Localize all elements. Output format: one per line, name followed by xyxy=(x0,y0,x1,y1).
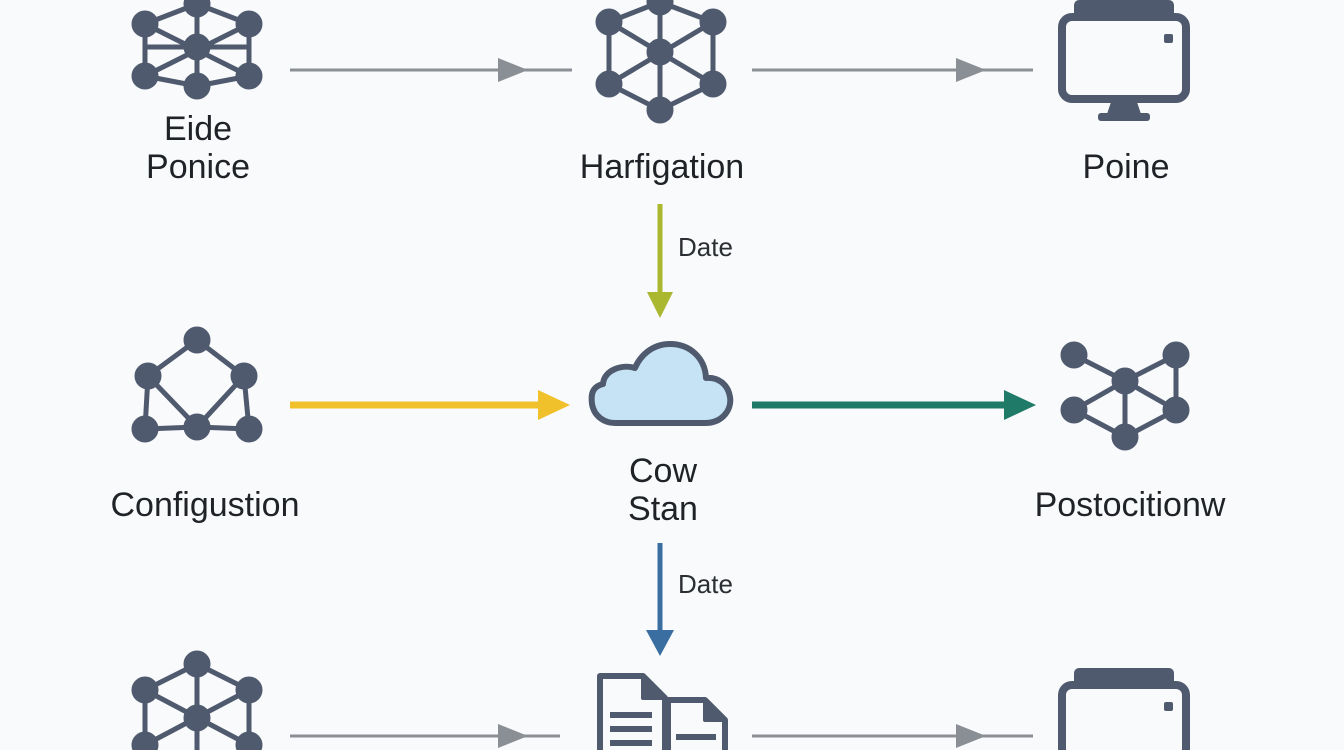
top-right-label: Poine xyxy=(1082,148,1170,186)
bottom-center-documents-icon xyxy=(597,673,728,750)
mid-right-network-icon xyxy=(1060,341,1190,451)
top-arrow-label: Date xyxy=(678,232,733,262)
mid-center-cloud-icon xyxy=(588,341,734,426)
arrow-top-center-to-right xyxy=(752,58,1033,82)
top-center-label: Harfigation xyxy=(579,148,745,186)
arrow-bottom-left-to-center xyxy=(290,724,560,748)
bottom-left-network-icon xyxy=(131,650,263,750)
top-left-label-line2: Ponice xyxy=(146,148,250,186)
mid-center-label-line1: Cow xyxy=(628,452,698,490)
mid-center-label-line2: Stan xyxy=(628,490,698,528)
top-left-label: Eide Ponice xyxy=(118,110,278,186)
arrow-mid-left-to-cloud xyxy=(290,390,570,420)
arrow-bottom-center-to-right xyxy=(752,724,1033,748)
mid-left-network-icon xyxy=(131,326,263,443)
top-left-label-line1: Eide xyxy=(163,110,233,148)
mid-center-label: Cow Stan xyxy=(580,452,746,528)
mid-right-label: Postocitionw xyxy=(1034,486,1226,524)
arrow-top-to-cloud xyxy=(647,204,673,318)
bottom-arrow-label: Date xyxy=(678,569,733,599)
arrow-top-left-to-center xyxy=(290,58,572,82)
top-right-monitor-icon xyxy=(1058,0,1190,121)
top-center-network-icon xyxy=(595,0,727,124)
bottom-right-monitor-icon xyxy=(1058,668,1190,750)
mid-left-label: Configustion xyxy=(110,486,300,524)
arrow-cloud-to-mid-right xyxy=(752,390,1036,420)
arrow-cloud-to-documents xyxy=(646,543,674,656)
top-left-network-icon xyxy=(131,0,263,100)
